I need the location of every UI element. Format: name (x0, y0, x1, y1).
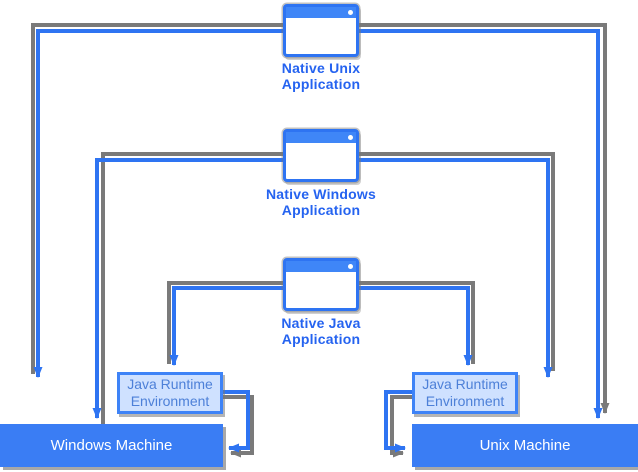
edge-winapp-right (358, 158, 553, 378)
edge-jreright-to-unixmachine (384, 390, 412, 453)
edge-jreright-to-unixmachine-gray (390, 395, 412, 458)
caption-native-windows-application: Native Windows Application (265, 186, 377, 218)
window-titlebar (286, 132, 356, 143)
jre-box-right: Java Runtime Environment (412, 372, 518, 414)
window-button-dot-icon (348, 264, 353, 269)
jre-right-label: Java Runtime Environment (422, 376, 508, 409)
caption-native-unix-application: Native Unix Application (281, 60, 361, 92)
edge-winapp-right-gray (358, 152, 555, 371)
edge-unixapp-to-unixmachine-gray (358, 23, 610, 414)
machine-unix-label: Unix Machine (479, 437, 571, 454)
window-titlebar (286, 261, 356, 272)
machine-bar-windows: Windows Machine (0, 424, 223, 467)
edge-unixapp-left (33, 29, 283, 378)
jre-left-label: Java Runtime Environment (127, 376, 213, 409)
edge-javaapp-to-jreleft-gray (167, 281, 283, 364)
app-window-native-unix (283, 4, 359, 57)
edge-unixapp-to-unixmachine (358, 29, 603, 419)
edge-unixapp-left-gray (31, 23, 283, 374)
window-button-dot-icon (348, 10, 353, 15)
edge-winapp-to-winmachine (92, 158, 283, 419)
caption-native-java-application: Native Java Application (281, 315, 361, 347)
window-titlebar (286, 7, 356, 18)
edge-javaapp-to-jreright (358, 286, 473, 366)
edge-jreleft-to-winmachine-gray (223, 395, 254, 458)
app-window-native-windows (283, 129, 359, 182)
edge-javaapp-to-jreright-gray (358, 281, 475, 364)
machine-bar-unix: Unix Machine (412, 424, 638, 467)
app-window-native-java (283, 258, 359, 311)
edge-javaapp-to-jreleft (169, 286, 283, 366)
machine-windows-label: Windows Machine (50, 437, 173, 454)
edge-jreleft-to-winmachine (223, 390, 250, 453)
edge-winapp-to-winmachine-gray (101, 152, 283, 424)
jre-box-left: Java Runtime Environment (117, 372, 223, 414)
window-button-dot-icon (348, 135, 353, 140)
